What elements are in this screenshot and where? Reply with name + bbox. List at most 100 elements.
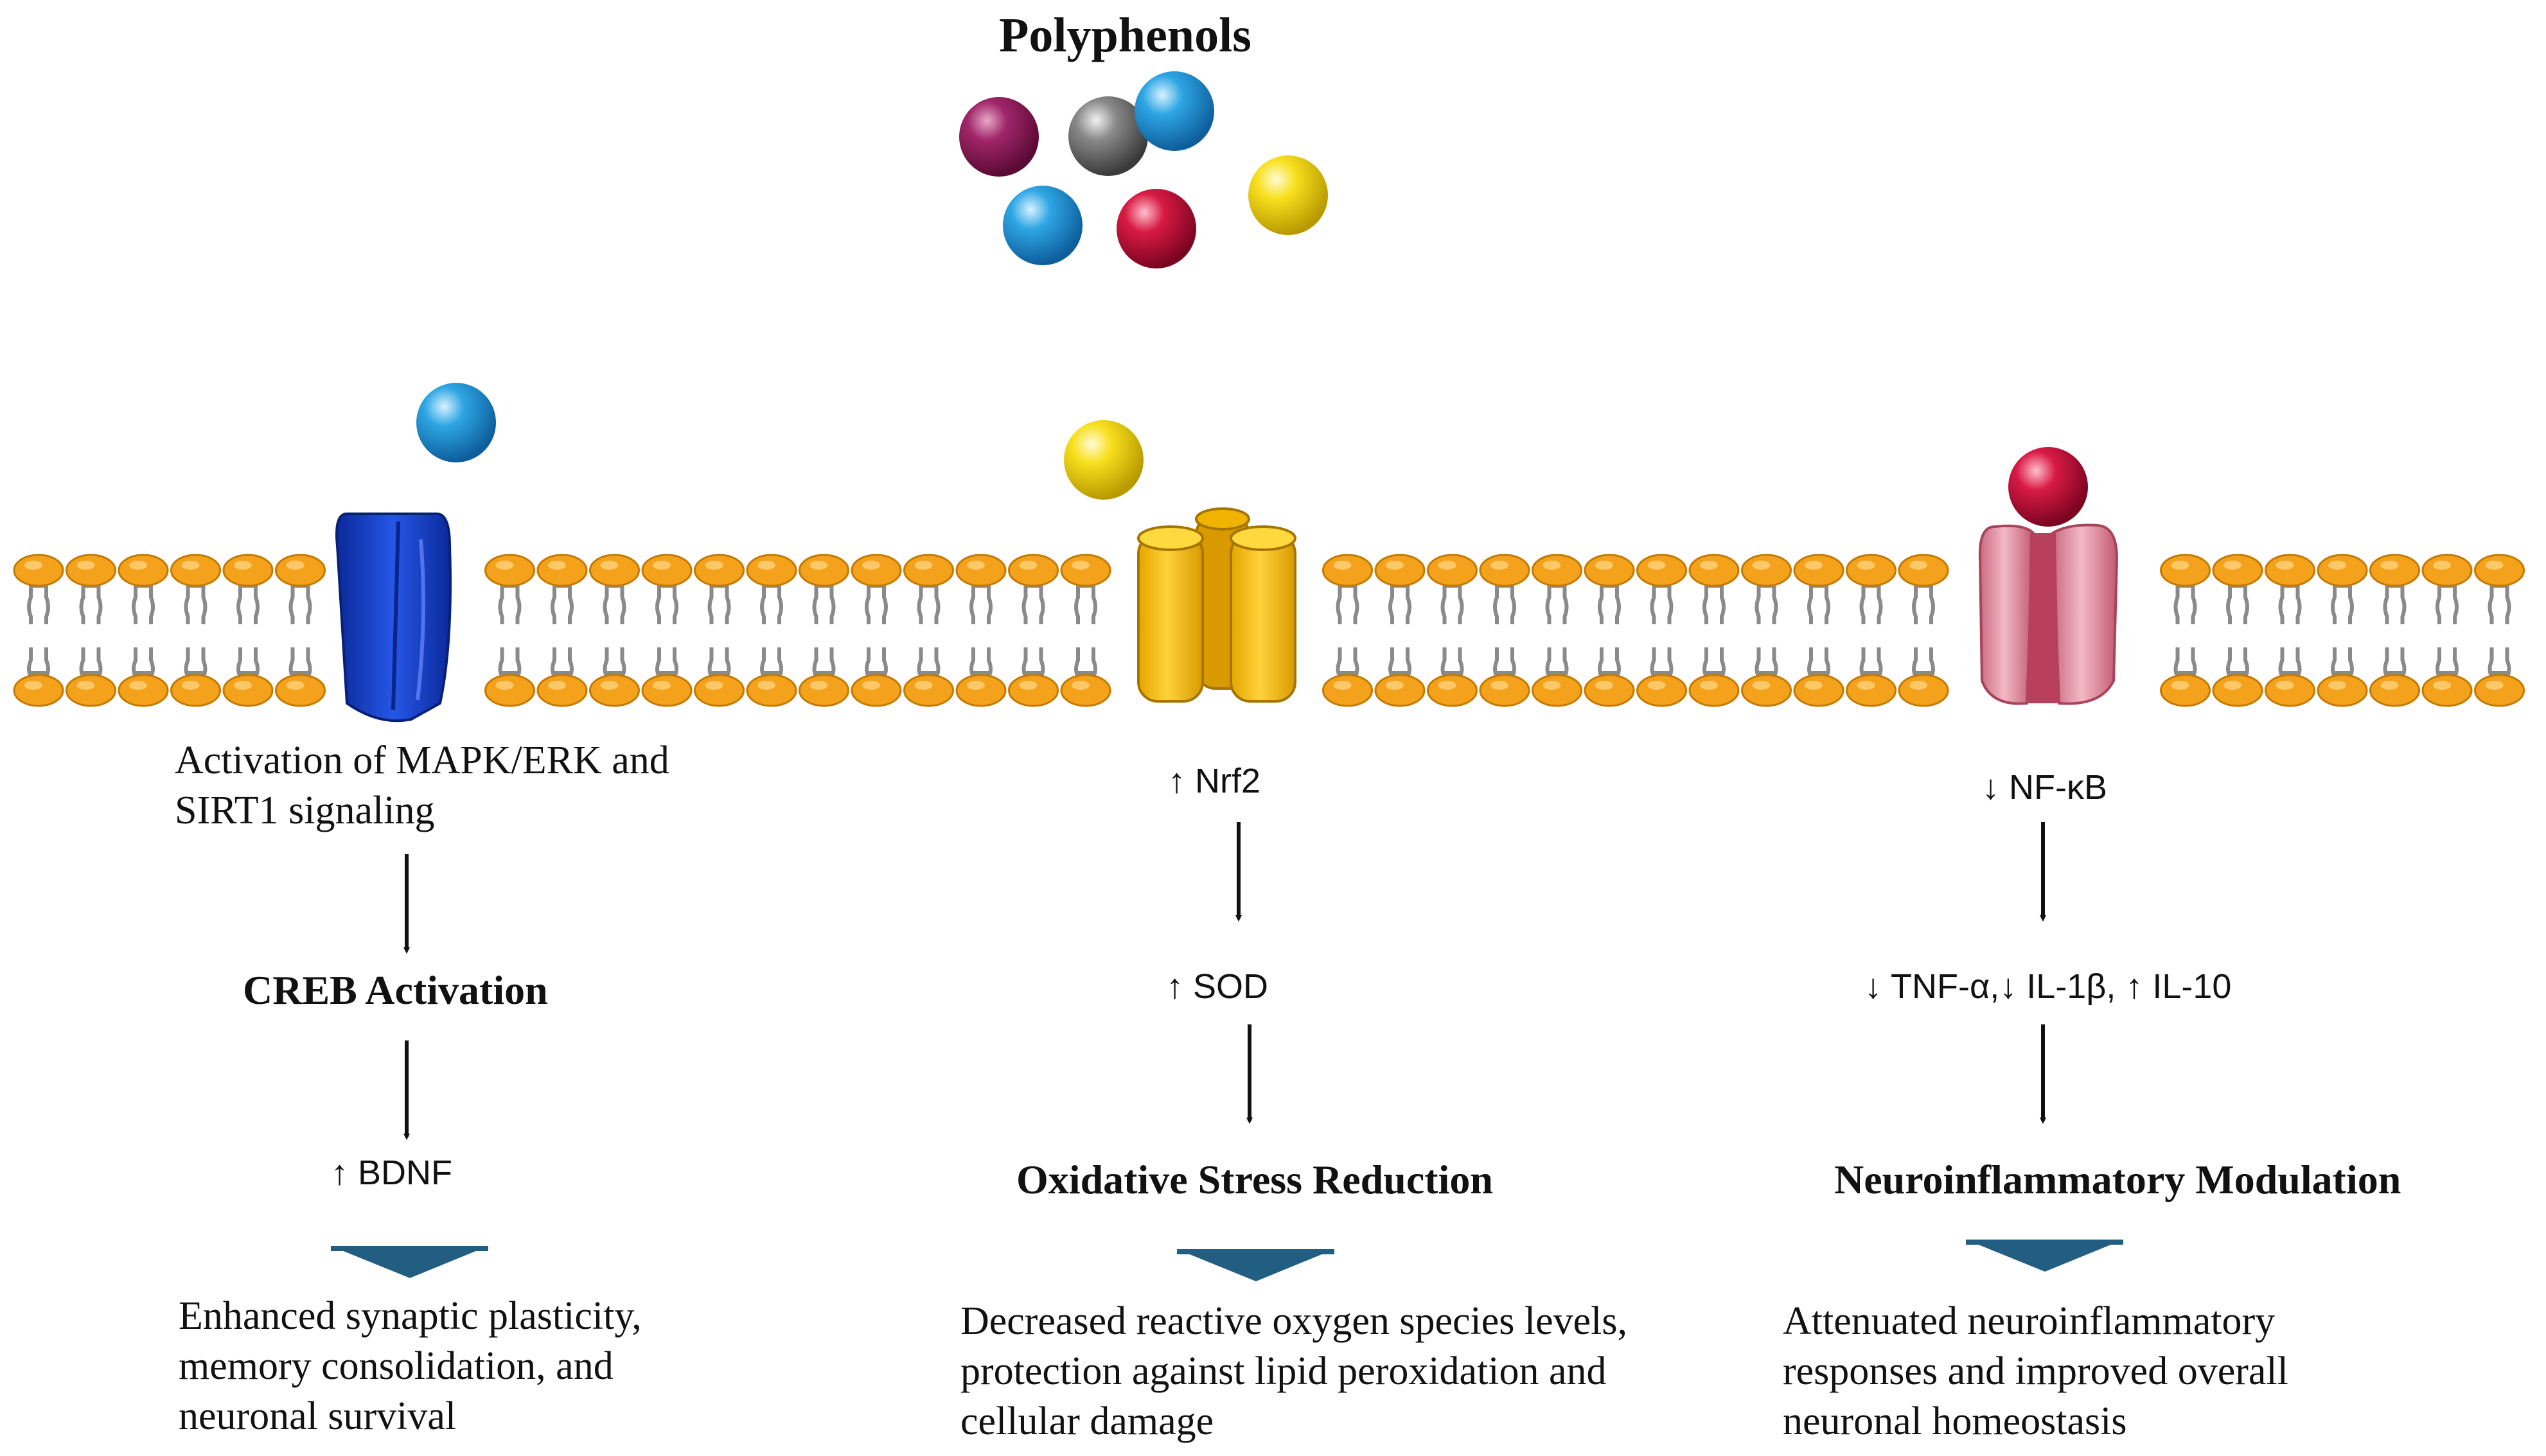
lipid-head-highlight <box>286 561 305 570</box>
polyphenol-cluster <box>959 71 1328 268</box>
lipid-head-highlight <box>2433 561 2451 570</box>
lipid-head <box>1322 554 1373 587</box>
lipid-tail <box>1562 578 1569 624</box>
lipid-tail <box>184 578 190 624</box>
lipid-head <box>1374 554 1426 587</box>
lipid-head <box>1060 554 1111 587</box>
receptor-yellow <box>1137 507 1296 703</box>
lipid-head-highlight <box>705 681 723 690</box>
lipid-tail <box>2383 578 2389 624</box>
lipid-head-highlight <box>862 681 880 690</box>
lipid-head-highlight <box>129 681 147 690</box>
lipid-head-highlight <box>1490 681 1508 690</box>
receptor-blue <box>335 513 452 723</box>
lipid-head-highlight <box>234 681 252 690</box>
lipid-tail <box>1074 578 1080 624</box>
receptor-pink <box>1978 523 2119 705</box>
lipid-head <box>694 674 745 707</box>
lipid-head <box>1584 554 1635 587</box>
lipid-head-highlight <box>1019 681 1038 690</box>
outcome-arrow-col1 <box>331 1246 488 1278</box>
lipid-head-highlight <box>1543 681 1561 690</box>
lipid-tail <box>1092 578 1097 624</box>
col2-step3: Oxidative Stress Reduction <box>1016 1157 1493 1202</box>
lipid-head <box>1793 554 1844 587</box>
lipid-head <box>66 674 116 707</box>
lipid-tail <box>1440 578 1447 624</box>
lipid-head <box>2212 674 2263 707</box>
col3-step3: Neuroinflammatory Modulation <box>1834 1157 2401 1202</box>
lipid-head <box>1008 674 1059 707</box>
lipid-tail <box>620 578 626 624</box>
lipid-head <box>170 674 221 707</box>
lipid-head-highlight <box>2223 681 2241 690</box>
lipid-head <box>2160 554 2211 587</box>
lipid-head-highlight <box>181 681 200 690</box>
lipid-tail <box>1807 578 1813 624</box>
lipid-head-highlight <box>914 561 933 570</box>
lipid-tail <box>254 578 260 624</box>
outcome-arrows <box>331 1240 2123 1281</box>
lipid-head <box>222 554 274 587</box>
lipid-head <box>746 554 797 587</box>
lipid-head <box>275 554 326 587</box>
lipid-tail <box>1772 578 1778 624</box>
lipid-head <box>2369 674 2420 707</box>
lipid-head-highlight <box>653 561 671 570</box>
ligand-ball-blue <box>416 383 496 462</box>
col3-signal: ↓ NF-κB <box>1982 768 2107 807</box>
lipid-head <box>118 554 169 587</box>
lipid-tail <box>2400 578 2407 624</box>
lipid-head-highlight <box>76 561 95 570</box>
lipid-head <box>275 674 326 707</box>
col3-step2: ↓ TNF-α,↓ IL-1β, ↑ IL-10 <box>1864 967 2232 1006</box>
ligand-ball-yellow <box>1064 420 1144 500</box>
lipid-tail <box>1929 578 1935 624</box>
lipid-head <box>1532 674 1582 707</box>
lipid-head-highlight <box>548 681 566 690</box>
lipid-tail <box>1021 578 1028 624</box>
lipid-tail <box>1702 578 1708 624</box>
lipid-head <box>694 554 745 587</box>
lipid-head <box>1479 674 1530 707</box>
lipid-head-highlight <box>1595 681 1613 690</box>
col1-step3: ↑ BDNF <box>331 1153 452 1192</box>
lipid-head-highlight <box>76 681 95 690</box>
lipid-tail <box>2435 578 2441 624</box>
lipid-head-highlight <box>1386 681 1404 690</box>
lipid-head <box>589 674 640 707</box>
lipid-head-highlight <box>495 561 514 570</box>
lipid-head-highlight <box>1595 561 1613 570</box>
ligand-ball-red <box>2008 447 2088 527</box>
lipid-tail <box>149 578 155 624</box>
lipid-head-highlight <box>2380 561 2399 570</box>
lipid-head-highlight <box>181 561 200 570</box>
outcome-arrow-col3 <box>1966 1240 2123 1272</box>
lipid-head-highlight <box>862 561 880 570</box>
lipid-head <box>1741 554 1792 587</box>
lipid-head <box>589 554 640 587</box>
lipid-head <box>955 554 1007 587</box>
lipid-tail <box>2278 578 2285 624</box>
lipid-head <box>13 554 64 587</box>
col1-outcome: Enhanced synaptic plasticity, memory con… <box>179 1294 642 1438</box>
lipid-head-highlight <box>1752 681 1771 690</box>
lipid-head <box>2265 554 2315 587</box>
lipid-head <box>13 674 64 707</box>
lipid-head <box>118 674 169 707</box>
lipid-head-highlight <box>24 681 42 690</box>
lipid-head-highlight <box>2433 681 2451 690</box>
lipid-head-highlight <box>1438 561 1456 570</box>
lipid-head <box>903 554 954 587</box>
col1-signal: Activation of MAPK/ERK and SIRT1 signali… <box>175 739 669 832</box>
lipid-head <box>1846 554 1896 587</box>
lipid-head-highlight <box>1072 561 1090 570</box>
lipid-tail <box>812 578 818 624</box>
lipid-head <box>1793 674 1844 707</box>
lipid-tail <box>673 578 678 624</box>
lipid-head <box>851 674 902 707</box>
lipid-head <box>1688 554 1740 587</box>
outcome-arrow-col2 <box>1177 1249 1334 1281</box>
lipid-tail <box>1755 578 1761 624</box>
lipid-tail <box>917 578 923 624</box>
